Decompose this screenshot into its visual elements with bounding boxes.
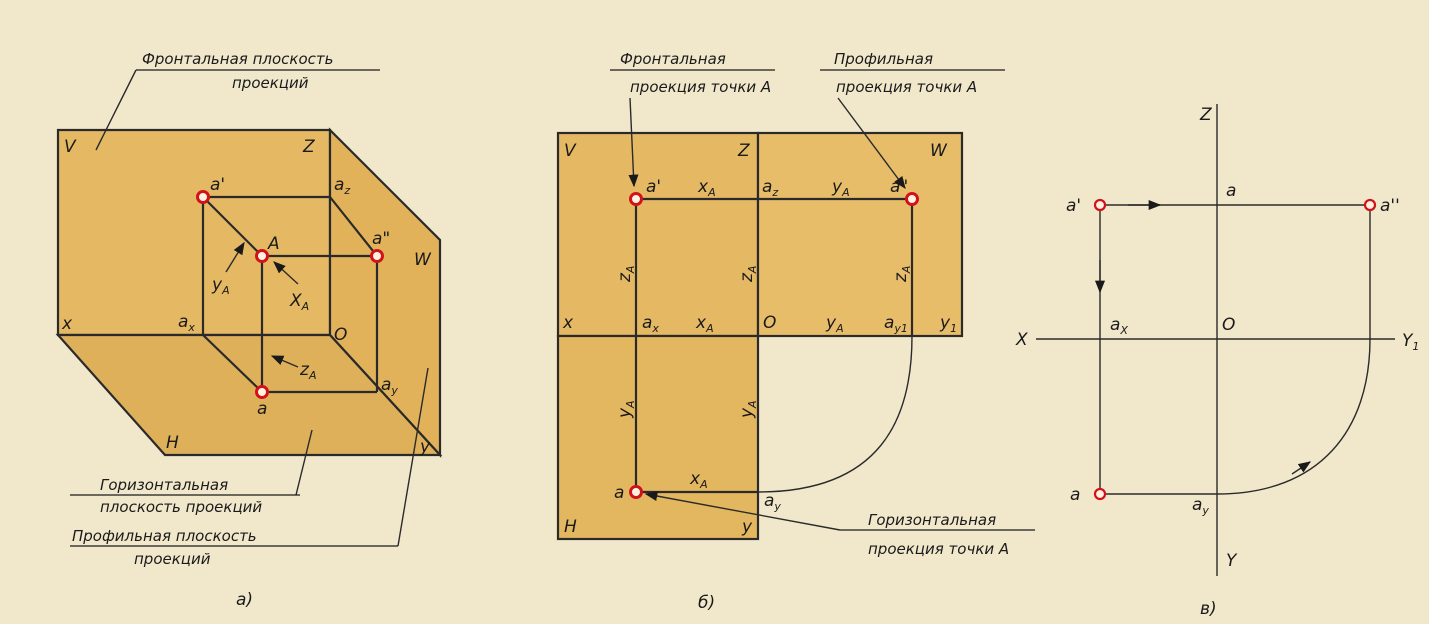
- label-X-c: X: [1015, 330, 1028, 350]
- label-a-prime-b: a': [646, 177, 661, 197]
- label-a-dprime: a": [372, 229, 390, 249]
- caption-frontal-projection-2: проекция точки А: [630, 78, 771, 96]
- label-a-b: a: [614, 483, 624, 503]
- caption-horizontal-plane: Горизонтальная: [100, 476, 228, 494]
- horizontal-arrow-b: [644, 491, 841, 531]
- label-y: y: [419, 437, 431, 457]
- caption-profile-projection-2: проекция точки А: [836, 78, 977, 96]
- caption-horizontal-projection: Горизонтальная: [868, 511, 996, 529]
- frontal-arrow-b: [628, 97, 639, 188]
- point-a: [255, 385, 269, 399]
- label-A: A: [267, 234, 280, 254]
- label-a: a: [257, 399, 267, 419]
- arc-ay-b: [757, 335, 913, 493]
- caption-profile-plane: Профильная плоскость: [72, 527, 257, 545]
- point-a-dprime-c: [1363, 198, 1377, 212]
- label-Z-c: Z: [1199, 105, 1212, 125]
- label-ay: ay: [381, 375, 398, 397]
- label-V-b: V: [564, 141, 577, 161]
- label-x: x: [61, 314, 73, 334]
- horizontal-plane-h: [55, 333, 443, 457]
- label-ay1-b: ay1: [884, 313, 908, 335]
- label-yA-left-b: yA: [615, 400, 637, 419]
- panel-letter-b: б): [698, 593, 715, 613]
- label-zA: zA: [299, 360, 316, 382]
- ya-arrow: [225, 241, 245, 273]
- label-yA-mid-b: yA: [825, 313, 844, 335]
- projection-box: [201, 195, 379, 394]
- label-a-c: a: [1070, 485, 1080, 505]
- plane-h-b: [556, 334, 760, 541]
- label-az-c: a: [1226, 181, 1236, 201]
- plane-w-b: [756, 131, 964, 338]
- label-ax-b: ax: [642, 313, 659, 335]
- label-XA: XA: [289, 291, 309, 313]
- point-a-prime-b: [629, 192, 643, 206]
- label-yA-right-b: yA: [737, 400, 759, 419]
- label-zA-mid-b: zA: [737, 266, 759, 283]
- point-a-dprime: [370, 249, 384, 263]
- caption-profile-projection: Профильная: [834, 50, 933, 68]
- label-yA: yA: [211, 275, 230, 297]
- label-Z: Z: [302, 137, 315, 157]
- arc-c: [1216, 338, 1371, 495]
- label-a-dprime-c: a'': [1380, 196, 1400, 216]
- label-ax-c: aX: [1110, 315, 1128, 337]
- label-O-c: O: [1222, 315, 1235, 335]
- label-O-b: O: [763, 313, 776, 333]
- label-a-prime: a': [210, 175, 225, 195]
- point-a-prime: [196, 190, 210, 204]
- label-xA-top-b: xA: [697, 177, 716, 199]
- caption-frontal-plane-2: проекций: [232, 74, 309, 92]
- caption-horizontal-plane-2: плоскость проекций: [100, 498, 262, 516]
- panel-letter-a: а): [236, 590, 253, 610]
- label-y-b: y: [741, 517, 753, 537]
- label-ax: ax: [178, 312, 195, 334]
- caption-profile-plane-2: проекций: [134, 550, 211, 568]
- label-W-b: W: [930, 141, 948, 161]
- point-A: [255, 249, 269, 263]
- label-zA-right-b: zA: [891, 266, 913, 283]
- label-W: W: [414, 250, 432, 270]
- label-az: az: [334, 175, 350, 197]
- label-Z-b: Z: [737, 141, 750, 161]
- label-a-dprime-b: a": [890, 177, 908, 197]
- label-yA-top-b: yA: [831, 177, 850, 199]
- label-az-b: az: [762, 177, 778, 199]
- label-Y1-c: Y1: [1402, 331, 1419, 353]
- label-xA-mid-b: xA: [695, 313, 714, 335]
- label-ay-b: ay: [764, 491, 781, 513]
- label-O: O: [334, 325, 347, 345]
- caption-frontal-plane: Фронтальная плоскость: [142, 50, 333, 68]
- profile-arrow-b: [837, 97, 906, 190]
- point-a-c: [1093, 487, 1107, 501]
- panel-b: V Z W x O y1 H y a' a" a az xA yA ax xA …: [556, 50, 1035, 613]
- label-a-prime-c: a': [1066, 196, 1081, 216]
- label-y1-b: y1: [939, 313, 957, 335]
- label-xA-bot-b: xA: [689, 469, 708, 491]
- label-V: V: [64, 137, 77, 157]
- label-H-b: H: [564, 517, 577, 537]
- point-a-dprime-b: [905, 192, 919, 206]
- xa-arrow: [273, 261, 299, 285]
- plane-v-b: [556, 131, 760, 338]
- panel-letter-c: в): [1200, 599, 1217, 619]
- point-a-prime-c: [1093, 198, 1107, 212]
- point-a-b: [629, 485, 643, 499]
- label-Y-c: Y: [1226, 551, 1238, 571]
- caption-frontal-projection: Фронтальная: [620, 50, 726, 68]
- caption-horizontal-projection-2: проекция точки А: [868, 540, 1009, 558]
- label-H: H: [166, 433, 179, 453]
- label-zA-left-b: zA: [615, 266, 637, 283]
- label-ay-c: ay: [1192, 495, 1209, 517]
- panel-a: V Z W x O H y a' a" A az ax ay a yA XA z…: [55, 50, 443, 610]
- panel-c: Z X Y1 Y O a' a'' a a aX ay в): [1015, 104, 1419, 619]
- za-arrow: [270, 355, 299, 368]
- label-x-b: x: [562, 313, 574, 333]
